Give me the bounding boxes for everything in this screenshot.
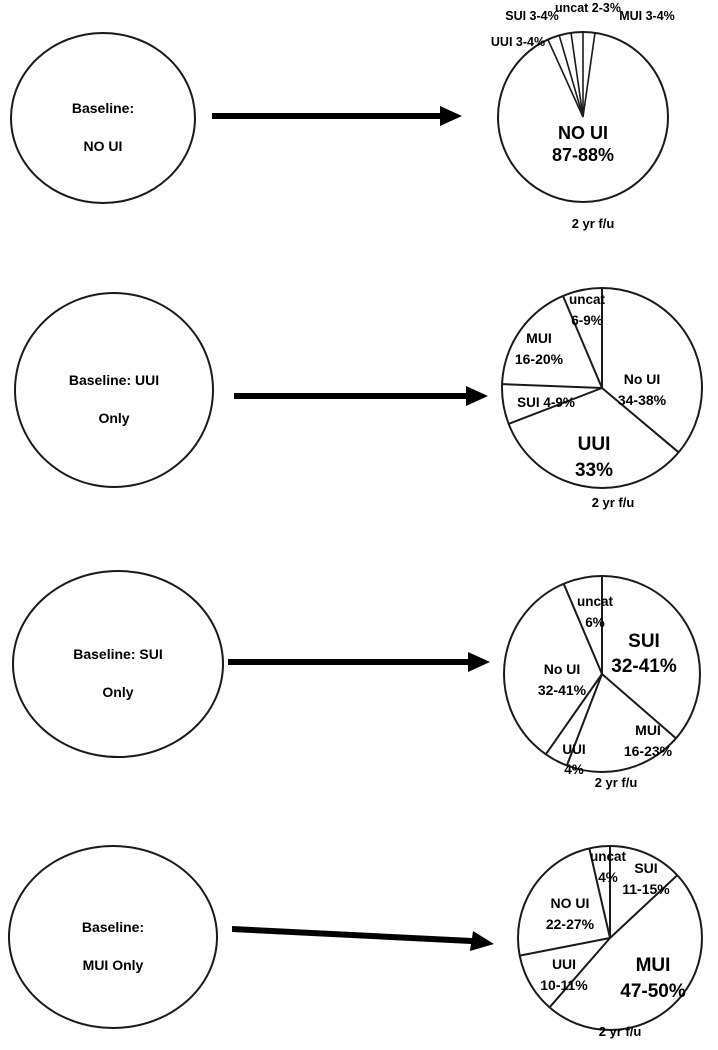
pie4-label-nouri-pct: 22-27% — [546, 916, 595, 932]
pie4-divider-uui-nouri — [519, 937, 611, 957]
pie4-divider-nouri-uncat — [588, 848, 611, 939]
baseline-label-mui-only: Baseline: MUI Only — [82, 899, 144, 975]
pie1-label-sui: SUI 3-4% — [505, 9, 559, 23]
pie4-divider-sui-mui — [609, 874, 678, 939]
pie3-label-uui-pct: 4% — [564, 762, 584, 777]
pie4-label-mui-pct: 47-50% — [620, 981, 686, 1002]
followup-label-3: 2 yr f/u — [594, 775, 638, 790]
transition-arrow-4 — [232, 918, 494, 954]
pie3-label-nouri-name: No UI — [544, 661, 581, 677]
pie3-divider-mui-uui — [565, 673, 603, 766]
pie1-label-mui: MUI 3-4% — [619, 9, 675, 23]
pie4-label-uncat-name: uncat — [590, 849, 627, 864]
baseline-circle-sui-only: Baseline: SUI Only — [12, 570, 224, 758]
baseline-label-line1: Baseline: — [71, 100, 135, 117]
pie2-label-mui-name: MUI — [526, 330, 552, 346]
pie-chart-baseline-mui-only: SUI 11-15% MUI 47-50% UUI 10-11% NO UI 2… — [512, 838, 718, 1031]
pie2-divider-sui-mui — [502, 383, 603, 389]
pie-svg-1: NO UI 87-88% SUI 3-4% uncat 2-3% MUI 3-4… — [491, 1, 675, 203]
pie-chart-baseline-sui-only: SUI 32-41% MUI 16-23% UUI 4% No UI 32-41… — [496, 568, 708, 780]
baseline-label-line2: MUI Only — [82, 956, 144, 973]
pie2-label-uui-name: UUI — [578, 434, 611, 455]
pie-svg-3: SUI 32-41% MUI 16-23% UUI 4% No UI 32-41… — [503, 575, 701, 777]
followup-label-4: 2 yr f/u — [598, 1024, 642, 1039]
pie4-label-sui-name: SUI — [634, 860, 657, 876]
pie-chart-baseline-no-ui: NO UI 87-88% SUI 3-4% uncat 2-3% MUI 3-4… — [470, 0, 710, 215]
baseline-label-line2: Only — [98, 409, 130, 426]
followup-label-1: 2 yr f/u — [571, 216, 615, 231]
pie1-label-uncat: uncat 2-3% — [555, 1, 621, 15]
transition-arrow-2 — [234, 380, 488, 412]
pie1-center-name: NO UI — [558, 123, 608, 143]
pie1-center-pct: 87-88% — [552, 145, 614, 165]
pie3-label-mui-name: MUI — [635, 722, 661, 738]
pie-chart-baseline-uui-only: No UI 34-38% UUI 33% SUI 4-9% MUI 16-20%… — [494, 280, 712, 498]
pie3-label-mui-pct: 16-23% — [624, 743, 673, 759]
pie2-label-nouri-name: No UI — [624, 371, 661, 387]
baseline-label-sui-only: Baseline: SUI Only — [73, 626, 162, 702]
pie3-divider-nouri-uncat — [562, 583, 603, 675]
pie4-label-mui-name: MUI — [636, 955, 671, 976]
pie2-label-nouri-pct: 34-38% — [618, 392, 667, 408]
pie4-label-uui-name: UUI — [552, 956, 576, 972]
pie-divider-a — [570, 32, 584, 118]
pie3-divider-sui-mui — [601, 673, 677, 740]
pie-divider-c — [547, 38, 584, 118]
pie-svg-2: No UI 34-38% UUI 33% SUI 4-9% MUI 16-20%… — [501, 287, 703, 489]
transition-arrow-3 — [228, 646, 490, 678]
baseline-label-line2: Only — [102, 683, 134, 700]
baseline-label-line1: Baseline: UUI — [68, 372, 160, 389]
pie2-label-mui-pct: 16-20% — [515, 351, 564, 367]
pie-svg-4: SUI 11-15% MUI 47-50% UUI 10-11% NO UI 2… — [517, 845, 703, 1031]
baseline-label-line2: NO UI — [83, 137, 123, 154]
baseline-label-line1: Baseline: — [81, 919, 145, 936]
pie3-label-uncat-pct: 6% — [585, 615, 605, 630]
pie4-label-sui-pct: 11-15% — [622, 881, 670, 897]
pie-divider-d — [582, 32, 596, 118]
pie3-divider-uui-nouri — [544, 673, 603, 755]
pie3-label-sui-name: SUI — [628, 631, 660, 652]
right-arrow-icon — [234, 386, 488, 406]
right-arrow-icon — [228, 652, 490, 672]
right-arrow-icon — [232, 926, 494, 951]
pie2-label-sui: SUI 4-9% — [517, 395, 575, 410]
pie3-label-sui-pct: 32-41% — [611, 656, 677, 677]
pie3-label-uui-name: UUI — [562, 742, 585, 757]
pie4-label-uncat-pct: 4% — [598, 870, 618, 885]
transition-arrow-1 — [212, 100, 462, 132]
pie2-label-uncat-pct: 6-9% — [571, 313, 603, 328]
pie3-label-uncat-name: uncat — [577, 594, 614, 609]
pie3-label-nouri-pct: 32-41% — [538, 682, 587, 698]
pie4-label-nouri-name: NO UI — [551, 895, 590, 911]
pie1-label-uui: UUI 3-4% — [491, 35, 545, 49]
baseline-circle-mui-only: Baseline: MUI Only — [8, 845, 218, 1029]
pie2-divider-mui-uncat — [562, 295, 603, 389]
pie-divider-b — [558, 35, 584, 118]
baseline-circle-no-ui: Baseline: NO UI — [10, 32, 196, 204]
pie2-label-uui-pct: 33% — [575, 460, 613, 481]
baseline-label-no-ui: Baseline: NO UI — [72, 80, 134, 156]
pie4-divider-mui-uui — [548, 937, 611, 1008]
pie4-label-uui-pct: 10-11% — [540, 977, 588, 993]
pie2-label-uncat-name: uncat — [569, 292, 606, 307]
pie2-divider-nouri-uui — [601, 387, 680, 454]
followup-label-2: 2 yr f/u — [591, 495, 635, 510]
right-arrow-icon — [212, 106, 462, 126]
pie2-divider-uui-sui — [508, 387, 603, 425]
baseline-label-uui-only: Baseline: UUI Only — [69, 352, 159, 428]
baseline-circle-uui-only: Baseline: UUI Only — [14, 292, 214, 488]
baseline-label-line1: Baseline: SUI — [73, 646, 163, 663]
